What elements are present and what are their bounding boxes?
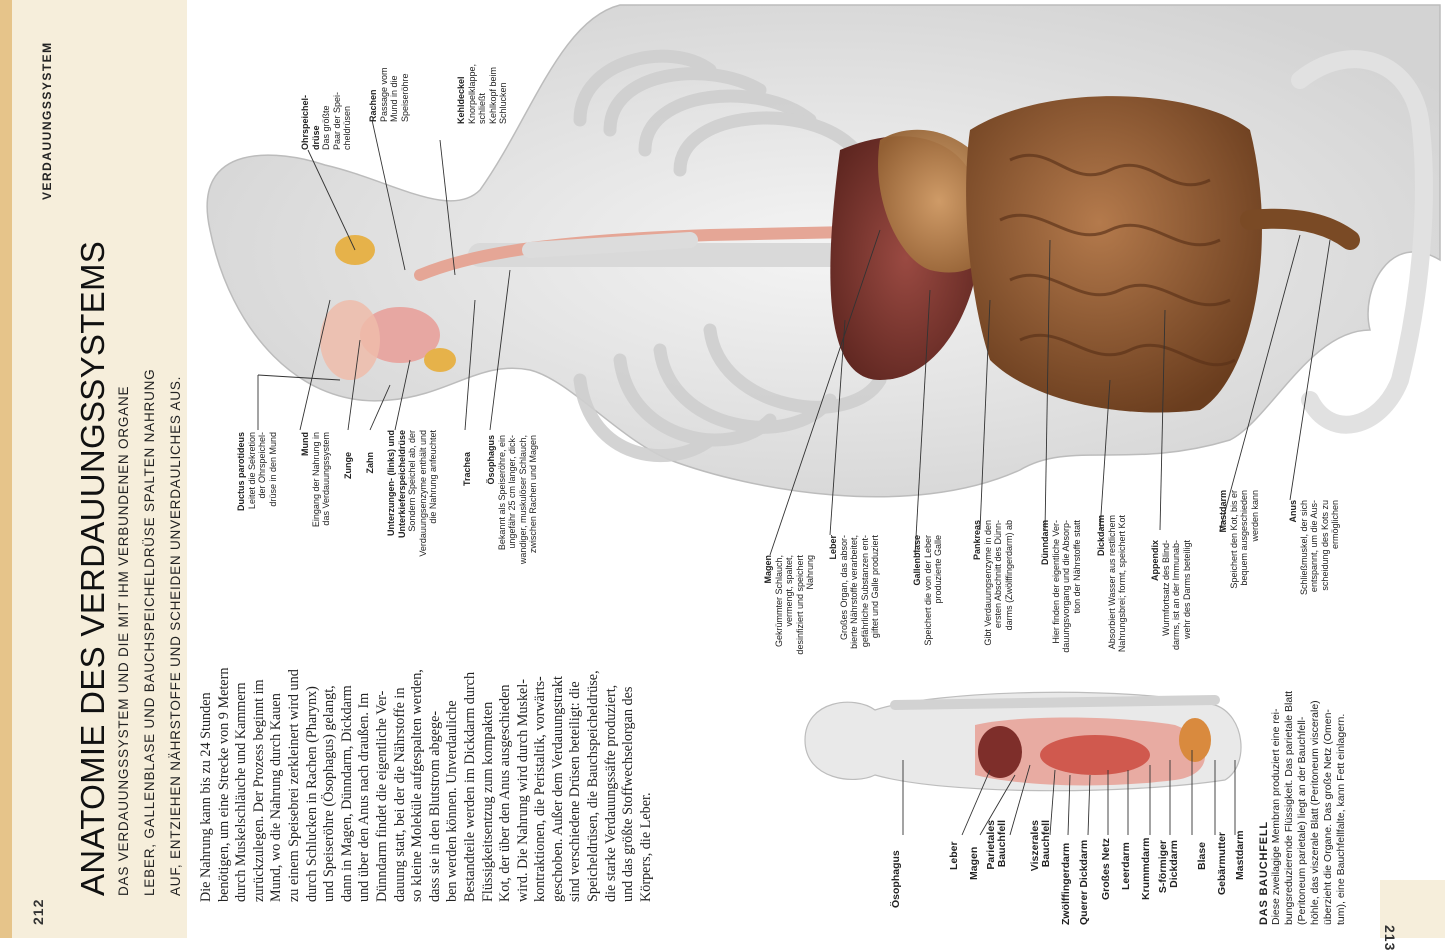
bottom-label: Parietales Bauchfell (985, 820, 1008, 870)
tongue-shape (360, 307, 440, 363)
bottom-label: Magen (968, 846, 980, 880)
sidebar-stripe (0, 0, 12, 938)
right-page-number: 213 (1382, 925, 1398, 951)
bottom-label: Ösophagus (890, 850, 902, 908)
bauchfell-line: höhle, das viszerale Blatt (Peritoneum v… (1309, 700, 1321, 925)
bottom-label: Viszerales Bauchfell (1029, 820, 1052, 872)
bottom-label: Gebärmutter (1216, 831, 1228, 895)
bauchfell-title: DAS BAUCHFELL (1258, 821, 1270, 925)
digestive-system-illustration (206, 4, 1441, 498)
intestines-shape (966, 96, 1262, 413)
bottom-label: Zwölffingerdarm (1060, 842, 1072, 925)
rectum-shape (1240, 208, 1360, 250)
bottom-label: Großes Netz (1100, 838, 1112, 900)
left-page-sidebar (0, 0, 187, 938)
bauchfell-line: (Peritoneum parietale) liegt an der Bauc… (1296, 716, 1308, 925)
bottom-label: Leber (948, 841, 960, 870)
bauchfell-line: Diese zweilagige Membran produziert eine… (1270, 708, 1282, 925)
bauchfell-line: tum), eine Bauchfellfalte, kann Fett ein… (1335, 713, 1347, 925)
bauchfell-box: DAS BAUCHFELL Diese zweilagige Membran p… (1258, 691, 1348, 925)
bottom-label: Mastdarm (1234, 830, 1246, 880)
bottom-label: Querer Dickdarm (1078, 839, 1090, 925)
bauchfell-line: bungsreduzierende Flüssigkeit. Das parie… (1283, 690, 1295, 925)
bauchfell-line: überzieht die Organe. Das große Netz (Om… (1322, 709, 1334, 925)
bottom-label: Blase (1196, 841, 1208, 870)
bottom-label: S-förmiger Dickdarm (1157, 840, 1180, 894)
right-page-corner (1380, 880, 1445, 938)
bottom-label: Krummdarm (1140, 837, 1152, 900)
bottom-label: Leerdarm (1120, 842, 1132, 890)
side-view-illustration (804, 691, 1242, 792)
